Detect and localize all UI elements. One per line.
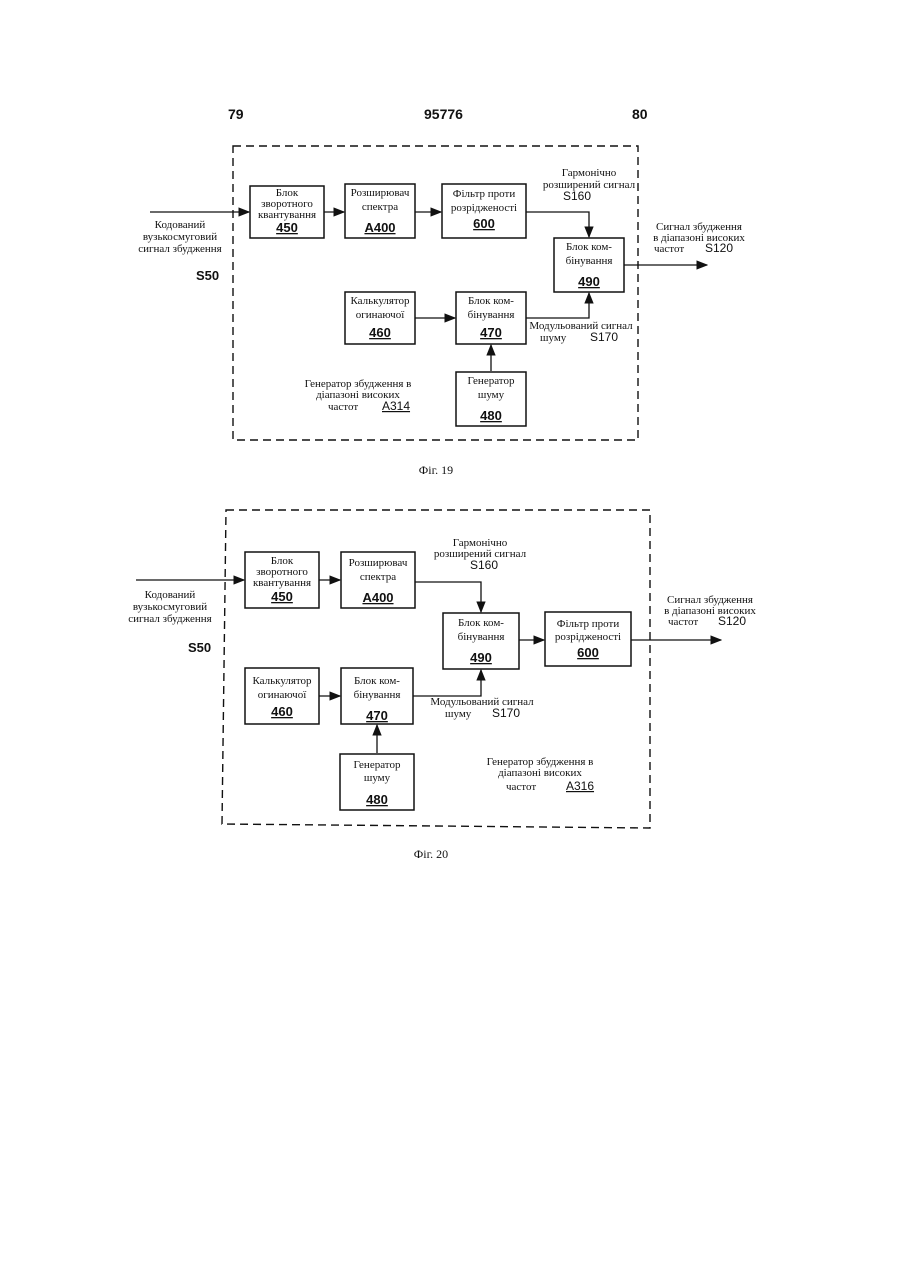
fig20-block-460: Калькулятор огинаючої 460 — [245, 668, 319, 724]
fig20-input-label: сигнал збудження — [128, 613, 211, 625]
block-label: спектра — [360, 571, 396, 583]
fig19-block-460: Калькулятор огинаючої 460 — [345, 292, 415, 344]
block-label: Фільтр проти — [557, 618, 620, 630]
block-label: Блок ком- — [458, 617, 504, 629]
block-number: 600 — [577, 645, 599, 660]
fig19-block-600: Фільтр проти розрідженості 600 — [442, 184, 526, 238]
block-number: 480 — [366, 792, 388, 807]
fig20-input-label: Кодований — [145, 589, 196, 601]
fig19-block-470: Блок ком- бінування 470 — [456, 292, 526, 344]
block-label: розрідженості — [555, 631, 621, 643]
fig20-input-label: вузькосмуговий — [133, 601, 207, 613]
block-label: бінування — [468, 309, 515, 321]
fig20-noise-label: шуму — [445, 708, 472, 720]
block-label: бінування — [458, 631, 505, 643]
block-number: A400 — [362, 590, 393, 605]
block-label: Калькулятор — [350, 295, 410, 307]
fig20-block-480: Генератор шуму 480 — [340, 754, 414, 810]
fig20-output-signal: S120 — [718, 614, 746, 628]
fig19-output-label: частот — [654, 243, 684, 255]
figure-20: Блок зворотного квантування 450 Розширюв… — [128, 510, 756, 861]
block-label: Генератор — [354, 759, 401, 771]
block-label: Розширювач — [349, 557, 408, 569]
block-number: 480 — [480, 408, 502, 423]
fig19-caption: Фіг. 19 — [419, 463, 453, 477]
block-label: Фільтр проти — [453, 188, 516, 200]
block-label: Генератор — [468, 375, 515, 387]
block-label: бінування — [354, 689, 401, 701]
fig19-block-A400: Розширювач спектра A400 — [345, 184, 415, 238]
fig19-generator-id: A314 — [382, 399, 410, 413]
fig20-generator-label: частот — [506, 781, 536, 793]
fig19-output-signal: S120 — [705, 241, 733, 255]
block-label: шуму — [364, 772, 391, 784]
fig20-arrow-A400-490 — [415, 582, 481, 612]
fig19-block-490: Блок ком- бінування 490 — [554, 238, 624, 292]
block-label: Калькулятор — [252, 675, 312, 687]
block-number: 490 — [470, 650, 492, 665]
block-number: 460 — [271, 704, 293, 719]
block-label: Розширювач — [351, 187, 410, 199]
fig19-input-label: сигнал збудження — [138, 243, 221, 255]
block-label: шуму — [478, 389, 505, 401]
block-number: 470 — [366, 708, 388, 723]
fig20-output-label: частот — [668, 616, 698, 628]
fig19-input-label: вузькосмуговий — [143, 231, 217, 243]
block-number: 490 — [578, 274, 600, 289]
fig19-block-480: Генератор шуму 480 — [456, 372, 526, 426]
fig19-arrow-470-490 — [526, 293, 589, 318]
fig20-arrow-470-490 — [413, 670, 481, 696]
fig20-block-470: Блок ком- бінування 470 — [341, 668, 413, 724]
fig20-block-600: Фільтр проти розрідженості 600 — [545, 612, 631, 666]
fig20-caption: Фіг. 20 — [414, 847, 448, 861]
fig20-harmonic-signal: S160 — [470, 558, 498, 572]
block-label: Блок ком- — [566, 241, 612, 253]
fig19-noise-label: шуму — [540, 332, 567, 344]
fig20-generator-label: діапазоні високих — [498, 767, 582, 779]
block-number: 450 — [271, 589, 293, 604]
block-label: розрідженості — [451, 202, 517, 214]
fig20-block-490: Блок ком- бінування 490 — [443, 613, 519, 669]
fig19-arrow-600-490 — [526, 212, 589, 237]
block-label: огинаючої — [258, 689, 307, 701]
block-label: Блок ком- — [354, 675, 400, 687]
block-label: огинаючої — [356, 309, 405, 321]
fig19-block-450: Блок зворотного квантування 450 — [250, 186, 324, 238]
figure-19: Блок зворотного квантування 450 Розширюв… — [138, 146, 745, 477]
fig20-input-signal: S50 — [188, 640, 211, 655]
fig19-input-signal: S50 — [196, 268, 219, 283]
block-label: бінування — [566, 255, 613, 267]
fig20-block-A400: Розширювач спектра A400 — [341, 552, 415, 608]
fig19-harmonic-signal: S160 — [563, 189, 591, 203]
fig19-noise-signal: S170 — [590, 330, 618, 344]
block-number: 600 — [473, 216, 495, 231]
fig20-generator-id: A316 — [566, 779, 594, 793]
fig20-noise-signal: S170 — [492, 706, 520, 720]
block-label: спектра — [362, 201, 398, 213]
block-number: 450 — [276, 220, 298, 235]
fig19-generator-label: частот — [328, 401, 358, 413]
block-number: A400 — [364, 220, 395, 235]
fig20-block-450: Блок зворотного квантування 450 — [245, 552, 319, 608]
block-number: 460 — [369, 325, 391, 340]
block-label: Блок ком- — [468, 295, 514, 307]
fig19-input-label: Кодований — [155, 219, 206, 231]
block-label: квантування — [253, 577, 311, 589]
fig19-harmonic-label: Гармонічно — [562, 167, 617, 179]
block-number: 470 — [480, 325, 502, 340]
